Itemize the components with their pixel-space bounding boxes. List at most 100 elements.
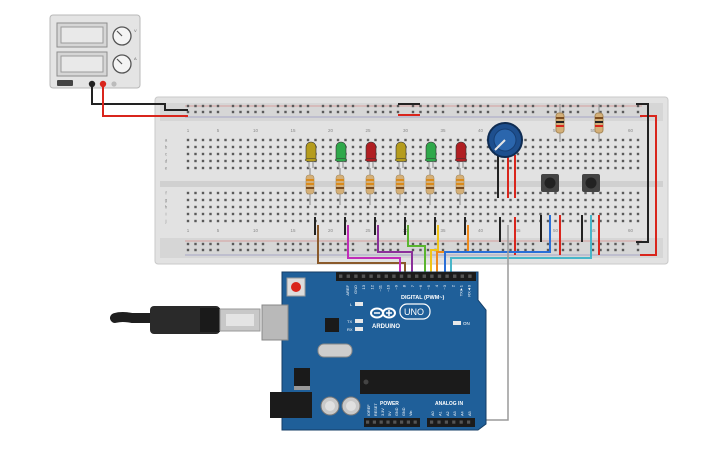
digital-pin-label: AREF [345,284,350,295]
digital-header[interactable] [336,272,476,281]
led-yellow[interactable] [394,141,408,168]
column-number: 55 [590,128,596,133]
column-number: 1 [187,228,190,233]
wire-green [407,225,426,272]
digital-pin-label: RX◄0 [467,284,472,297]
led-yellow[interactable] [304,141,318,168]
voltage-knob-label: V [134,28,137,33]
column-number: 5 [217,128,220,133]
column-number: 35 [440,228,446,233]
tx-label: TX [347,319,352,324]
digital-pin-label: ~9 [394,284,399,289]
power-switch[interactable] [57,80,73,86]
analog-pin-label: A5 [468,411,472,416]
analog-label: ANALOG IN [435,401,463,407]
pull-resistor-2[interactable] [594,104,604,142]
wire-purple [377,225,413,272]
column-number: 25 [365,228,371,233]
digital-pin-label: ~6 [418,284,423,289]
led-resistor[interactable] [395,168,405,205]
row-letter: h [165,205,168,210]
breadboard: 151015202530354045505560 151015202530354… [154,96,669,265]
wire-supply-red [102,84,188,117]
column-number: 40 [478,228,484,233]
row-letter: f [165,191,167,196]
analog-pin-label: A4 [461,411,465,416]
power-header[interactable] [364,418,420,427]
column-number: 1 [187,128,190,133]
power-supply[interactable]: V A [49,14,141,89]
column-number: 20 [328,128,334,133]
row-letter: g [165,198,168,203]
rx-label: RX [347,327,353,332]
usb-port [261,304,289,341]
current-knob-label: A [134,56,137,61]
led-resistor[interactable] [335,168,345,205]
row-letter: c [165,152,168,157]
digital-pin-label: 4 [434,284,439,287]
power-pin-label: 5V [388,411,392,416]
wire-yellow [430,225,439,272]
digital-pin-label: 7 [410,284,415,287]
usb-cable [110,306,261,334]
led-green[interactable] [424,141,438,168]
on-label: ON [463,321,470,326]
row-letter: j [165,219,167,224]
column-number: 60 [628,128,634,133]
power-jack [270,392,312,418]
led-resistor[interactable] [365,168,375,205]
breadboard-holes [186,104,640,252]
digital-pin-label: 2 [450,284,455,287]
led-resistor[interactable] [425,168,435,205]
digital-pin-label: 12 [369,284,374,289]
column-number: 35 [440,128,446,133]
wire-right-black [636,103,649,243]
digital-pin-label: TX►1 [458,284,463,296]
power-pin-label: GND [395,407,399,416]
row-letter: d [165,159,168,164]
digital-label: DIGITAL (PWM~) [401,295,445,301]
led-red[interactable] [364,141,378,168]
column-number: 10 [253,228,259,233]
column-number: 60 [628,228,634,233]
analog-pin-label: A1 [438,411,442,416]
pull-resistor-1[interactable] [555,104,565,142]
column-number: 5 [217,228,220,233]
digital-pin-label: GND [353,285,358,294]
push-button-2[interactable] [582,174,600,192]
arduino-logo [370,307,396,319]
digital-pin-label: ~11 [377,284,382,291]
led-resistor[interactable] [455,168,465,205]
wire-cyan [450,215,592,272]
wire-blue [444,215,551,272]
column-number: 20 [328,228,334,233]
push-button-1[interactable] [541,174,559,192]
power-pin-label: IOREF [367,404,371,416]
analog-pin-label: A2 [446,411,450,416]
potentiometer[interactable] [487,122,523,198]
wire-supply-black [91,84,188,111]
wire-magenta [347,225,401,272]
digital-pin-label: ~10 [386,284,391,292]
digital-pin-label: ~5 [426,284,431,289]
led-green[interactable] [334,141,348,168]
led-red[interactable] [454,141,468,168]
column-number: 55 [590,228,596,233]
row-letter: a [165,138,168,143]
model-label: UNO [404,307,424,317]
digital-pin-label: 13 [361,284,366,289]
digital-pin-label: ~3 [442,284,447,289]
led-resistor[interactable] [305,168,315,205]
column-number: 15 [290,228,296,233]
led-group [304,141,468,205]
column-number: 40 [478,128,484,133]
row-letter: b [165,145,168,150]
analog-header[interactable] [427,418,475,427]
power-pin-label: RESET [374,403,378,416]
brand-label: ARDUINO [372,324,400,330]
column-number: 30 [403,128,409,133]
